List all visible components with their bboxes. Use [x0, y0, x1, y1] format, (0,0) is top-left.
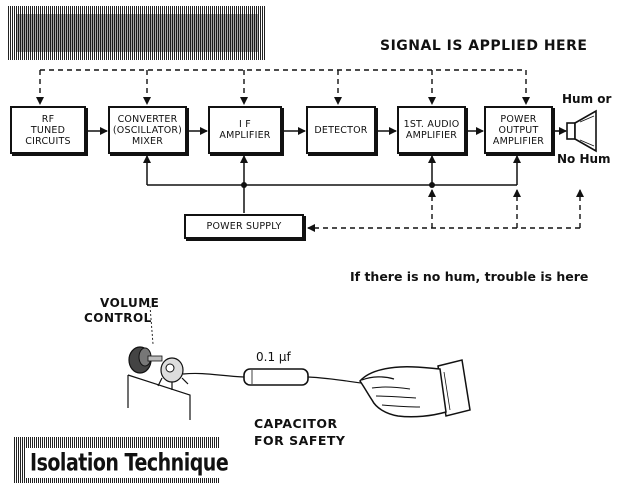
hand-illustration	[359, 359, 471, 418]
rf-label-1: RF	[41, 113, 55, 125]
power-out-label-3: AMPLIFIER	[492, 135, 545, 147]
first-audio-amplifier-block: 1ST. AUDIO AMPLIFIER	[397, 106, 466, 154]
detector-label: DETECTOR	[314, 124, 368, 136]
no-hum-label: No Hum	[557, 152, 611, 166]
detector-block: DETECTOR	[306, 106, 376, 154]
power-out-label-1: POWER	[500, 113, 537, 125]
rf-tuned-circuits-block: RF TUNED CIRCUITS	[10, 106, 86, 154]
audio-label-2: AMPLIFIER	[405, 130, 458, 141]
power-supply-label: POWER SUPPLY	[206, 221, 282, 232]
audio-label-1: 1ST. AUDIO	[403, 119, 460, 130]
capacitor-value-label: 0.1 μf	[256, 350, 291, 364]
power-out-label-2: OUTPUT	[498, 124, 539, 136]
converter-label-2: (OSCILLATOR)	[112, 124, 183, 136]
converter-label-3: MIXER	[131, 135, 164, 147]
isolation-technique-title: Isolation Technique	[26, 448, 233, 478]
volume-label: VOLUME	[100, 296, 160, 310]
converter-block: CONVERTER (OSCILLATOR) MIXER	[108, 106, 187, 154]
junction-audio	[429, 182, 435, 188]
control-label: CONTROL	[84, 311, 152, 325]
signal-applied-caption: SIGNAL IS APPLIED HERE	[380, 38, 588, 54]
header-hatch-inner	[16, 14, 258, 52]
capacitor-illustration	[182, 368, 369, 386]
junction-if	[241, 182, 247, 188]
trouble-caption: If there is no hum, trouble is here	[350, 269, 589, 284]
speaker-icon	[566, 109, 597, 153]
converter-label-1: CONVERTER	[117, 113, 178, 125]
hum-or-label: Hum or	[562, 92, 612, 106]
volume-control-illustration	[127, 305, 191, 420]
rf-label-2: TUNED	[30, 124, 66, 136]
if-amplifier-block: I F AMPLIFIER	[208, 106, 282, 154]
rf-label-3: CIRCUITS	[25, 135, 71, 147]
power-output-amplifier-block: POWER OUTPUT AMPLIFIER	[484, 106, 553, 154]
if-label-1: I F	[239, 119, 251, 130]
power-supply-block: POWER SUPPLY	[184, 214, 304, 239]
if-label-2: AMPLIFIER	[219, 130, 271, 141]
capacitor-caption-1: CAPACITOR	[254, 416, 338, 431]
capacitor-caption-2: FOR SAFETY	[254, 433, 346, 448]
